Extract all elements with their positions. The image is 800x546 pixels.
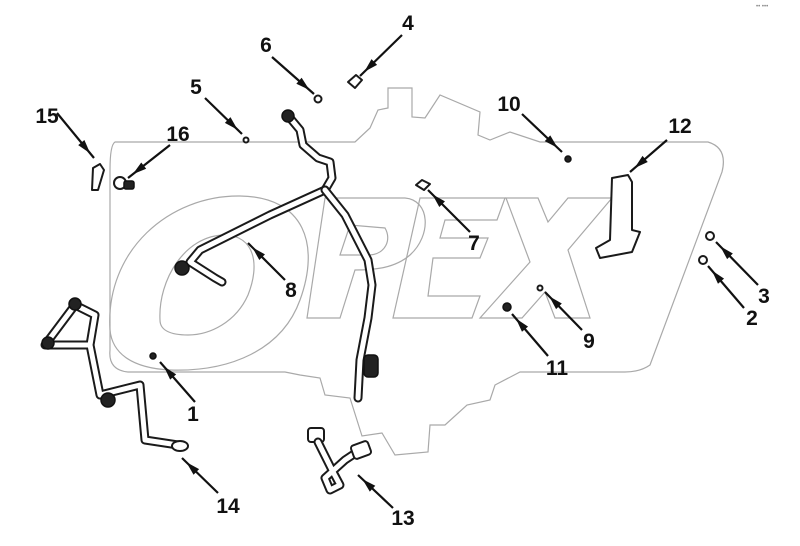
callout-15[interactable]: 15 (35, 105, 59, 128)
part-5-washer[interactable] (242, 136, 250, 144)
callout-5[interactable]: 5 (190, 76, 202, 99)
callout-16[interactable]: 16 (166, 123, 189, 146)
arrowhead-icon-5 (224, 117, 238, 130)
part-3-fitting[interactable] (705, 231, 715, 241)
part-1-fitting[interactable] (149, 352, 157, 360)
arrowhead-icon-3 (720, 246, 733, 260)
callout-6[interactable]: 6 (260, 34, 272, 57)
callout-14[interactable]: 14 (216, 495, 240, 518)
callout-1[interactable]: 1 (187, 403, 199, 426)
arrowhead-icon-10 (544, 135, 558, 148)
part-10-bolt[interactable] (564, 155, 572, 163)
callout-3[interactable]: 3 (758, 285, 770, 308)
part-4-elbow-fitting[interactable] (347, 74, 363, 89)
part-2-fitting[interactable] (698, 255, 708, 265)
arrowhead-icon-4 (364, 59, 378, 72)
arrowhead-icon-1 (163, 366, 177, 380)
part-13-elbow-hose[interactable] (307, 427, 373, 495)
arrowhead-icon-16 (132, 162, 147, 175)
hose-end-fitting (363, 354, 379, 378)
pipe-eye-fitting (171, 440, 189, 452)
arrowhead-icon-12 (634, 155, 648, 169)
pipe-end-fitting (100, 392, 116, 408)
part-16-connector-thread (123, 180, 135, 190)
hose-end-fitting (174, 260, 190, 276)
callout-11[interactable]: 11 (546, 357, 569, 380)
arrowhead-icon-11 (515, 318, 529, 332)
leader-arrows (56, 34, 759, 509)
part-14-pipe-assembly[interactable] (40, 297, 189, 452)
arrowhead-icon-14 (186, 462, 200, 475)
part-11-bolt[interactable] (502, 302, 512, 312)
callout-labels: 1 2 3 4 5 6 7 8 9 10 11 12 13 14 15 16 (35, 12, 770, 530)
part-15-clamp[interactable] (91, 163, 105, 191)
watermark-letter-o (109, 195, 309, 371)
pipe-end-fitting (68, 297, 82, 311)
watermark-gear-outline (109, 87, 724, 456)
arrowhead-icon-2 (711, 270, 725, 284)
callout-2[interactable]: 2 (746, 307, 758, 330)
small-parts (91, 74, 715, 360)
watermark-letter-x (478, 197, 614, 319)
pipe-end-fitting (41, 336, 55, 350)
callout-9[interactable]: 9 (583, 330, 595, 353)
arrowhead-icon-9 (549, 296, 562, 310)
part-8-hose-assembly[interactable] (174, 109, 379, 403)
corner-mark: •• ••• (756, 4, 768, 10)
part-12-bracket[interactable] (595, 174, 641, 259)
part-6-nut[interactable] (313, 94, 323, 104)
callout-4[interactable]: 4 (402, 12, 414, 35)
part-9-washer[interactable] (536, 284, 544, 292)
opex-watermark (109, 87, 724, 456)
arrowhead-icon-7 (432, 194, 445, 207)
callout-8[interactable]: 8 (285, 279, 297, 302)
part-7-clip[interactable] (415, 179, 431, 191)
hose-end-fitting (281, 109, 295, 123)
callout-13[interactable]: 13 (391, 507, 414, 530)
arrowhead-icon-8 (252, 247, 265, 260)
arrowhead-icon-6 (296, 77, 310, 91)
callout-10[interactable]: 10 (497, 93, 520, 116)
callout-12[interactable]: 12 (668, 115, 691, 138)
arrowhead-icon-15 (78, 140, 91, 154)
watermark-letter-e (392, 197, 506, 319)
arrowhead-icon-13 (362, 479, 376, 492)
callout-7[interactable]: 7 (468, 232, 480, 255)
